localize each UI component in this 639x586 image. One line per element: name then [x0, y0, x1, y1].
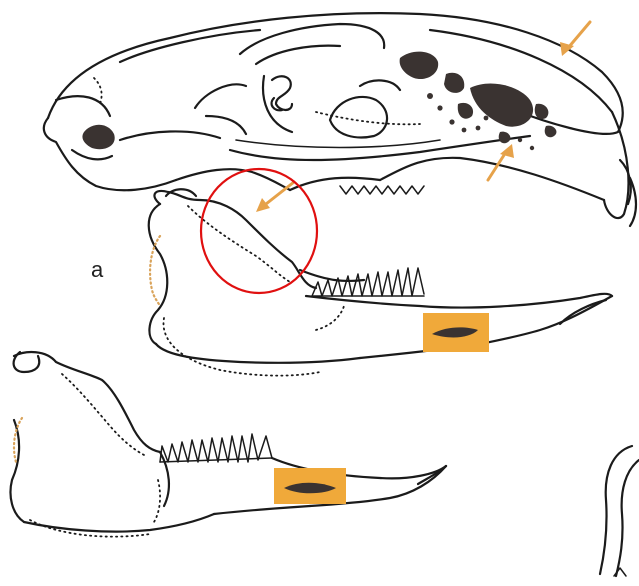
mandible-a	[149, 189, 612, 375]
arrow-top-right	[560, 22, 590, 56]
partial-skull-right	[600, 446, 639, 576]
mandible-b	[11, 352, 447, 537]
arrow-palate	[488, 144, 514, 180]
arrow-condyle	[256, 182, 294, 212]
cranium	[44, 13, 636, 226]
highlight-box-a	[423, 313, 489, 352]
annotation-circle	[201, 169, 317, 293]
panel-label-a: a	[91, 257, 103, 283]
highlight-box-b	[274, 468, 346, 504]
